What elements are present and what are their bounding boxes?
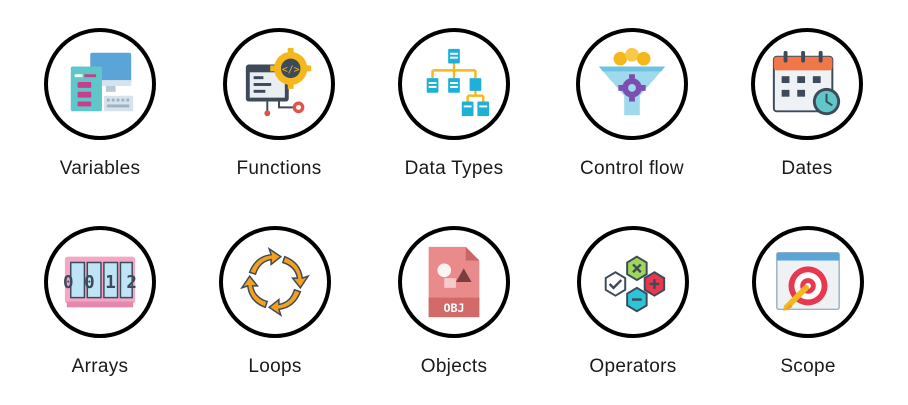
topic-label: Control flow: [580, 158, 684, 179]
operators-circle: [577, 226, 689, 338]
topic-label: Operators: [589, 356, 677, 377]
svg-text:</>: </>: [282, 64, 300, 75]
variables-icon: [70, 52, 134, 112]
control-flow-icon: [598, 47, 666, 116]
topic-label: Dates: [781, 158, 833, 179]
loops-circle: [219, 226, 331, 338]
topic-label: Variables: [59, 158, 141, 179]
objects-ext-label: OBJ: [443, 301, 464, 315]
topic-label: Functions: [236, 158, 322, 179]
arrays-icon: 0 0 1 2: [63, 256, 137, 308]
topic-label: Objects: [420, 356, 488, 377]
functions-circle: </>: [223, 28, 335, 140]
scope-circle: [752, 226, 864, 338]
operators-icon: [604, 255, 666, 313]
data-types-icon: [426, 48, 490, 117]
scope-icon: [776, 252, 840, 312]
loops-icon: [240, 247, 310, 317]
functions-icon: </>: [245, 47, 312, 117]
dates-circle: [751, 28, 863, 140]
topic-label: Data Types: [404, 158, 504, 179]
topic-label: Scope: [780, 356, 836, 377]
data-types-circle: [398, 28, 510, 140]
dates-icon: [772, 50, 841, 116]
objects-circle: OBJ: [398, 226, 510, 338]
topic-label: Loops: [248, 356, 302, 377]
variables-circle: [44, 28, 156, 140]
arrays-digits: 0 0 1 2: [63, 273, 137, 293]
objects-icon: OBJ: [428, 246, 480, 318]
topic-label: Arrays: [71, 356, 129, 377]
control-flow-circle: [576, 28, 688, 140]
arrays-circle: 0 0 1 2: [44, 226, 156, 338]
